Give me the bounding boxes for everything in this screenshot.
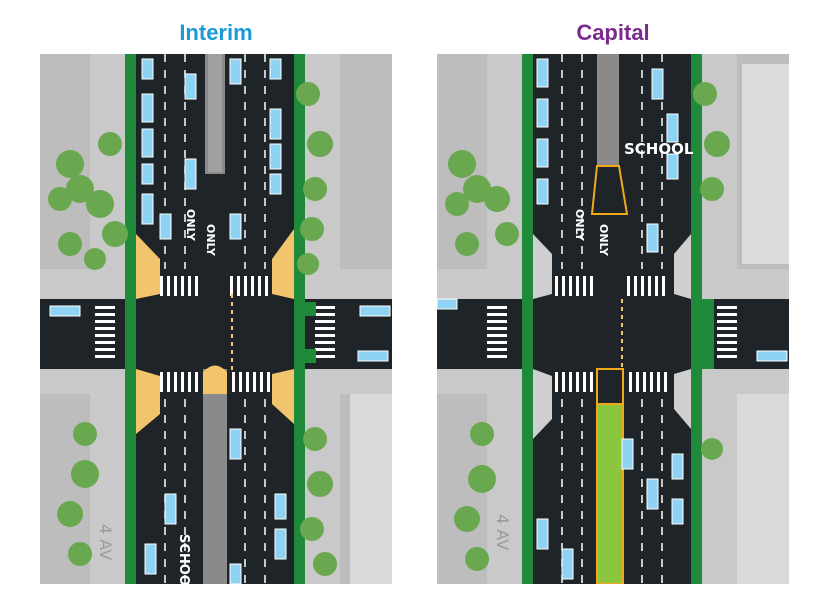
- bike-lane-west: [522, 54, 533, 584]
- median-north-hatch: [590, 165, 629, 215]
- building-ne-grey: [742, 64, 789, 264]
- median-north-rail: [208, 54, 222, 172]
- cross-street-roadway: [40, 299, 392, 369]
- interim-intersection-diagram: ONLY ONLY SCHOOL 4 AV: [40, 54, 392, 584]
- crosswalk-south: [555, 372, 667, 392]
- only-label-2: ONLY: [204, 224, 217, 257]
- curb-extension-ne: [674, 234, 691, 299]
- curb-extension-se: [272, 369, 294, 424]
- curb-extension-sw: [533, 369, 552, 439]
- capital-intersection-diagram: SCHOOL ONLY ONLY 4 AV: [437, 54, 789, 584]
- street-name-label: 4 AV: [96, 524, 115, 560]
- trees: [48, 82, 337, 576]
- bike-lane-east: [294, 54, 305, 584]
- only-label-2: ONLY: [597, 224, 610, 257]
- bike-box-east-2: [296, 349, 316, 363]
- bike-crossing-east: [702, 299, 714, 369]
- trees: [445, 82, 730, 571]
- crosswalk-east: [315, 306, 335, 358]
- curb-extension-nw: [533, 234, 552, 299]
- crosswalk-east: [717, 306, 737, 358]
- crosswalk-south: [160, 372, 270, 392]
- median-north: [597, 54, 619, 166]
- only-label-1: ONLY: [184, 209, 197, 242]
- building-ne: [340, 54, 392, 269]
- median-south: [203, 369, 227, 584]
- vehicles: [437, 58, 788, 580]
- median-south-nose: [596, 368, 624, 405]
- crosswalk-west: [95, 306, 115, 358]
- crosswalk-north: [555, 276, 665, 296]
- crosswalk-west: [487, 306, 507, 358]
- capital-title: Capital: [576, 20, 650, 45]
- curb-extension-se: [674, 369, 691, 429]
- street-name-label: 4 AV: [493, 514, 512, 550]
- curb-extension-sw: [136, 369, 160, 434]
- vehicles: [49, 58, 391, 584]
- bike-lane-west: [125, 54, 136, 584]
- building-se-grey: [350, 394, 392, 584]
- curb-extension-nw: [136, 234, 160, 299]
- building-se: [737, 394, 789, 584]
- median-nose-south: [203, 365, 227, 394]
- curb-extension-ne: [272, 229, 294, 299]
- only-label-1: ONLY: [573, 209, 586, 242]
- school-label: SCHOOL: [176, 534, 191, 584]
- crosswalk-north: [160, 276, 268, 296]
- school-label: SCHOOL: [624, 140, 694, 158]
- bike-box-east: [296, 302, 316, 316]
- bike-lane-east: [691, 54, 702, 584]
- interim-title: Interim: [179, 20, 253, 45]
